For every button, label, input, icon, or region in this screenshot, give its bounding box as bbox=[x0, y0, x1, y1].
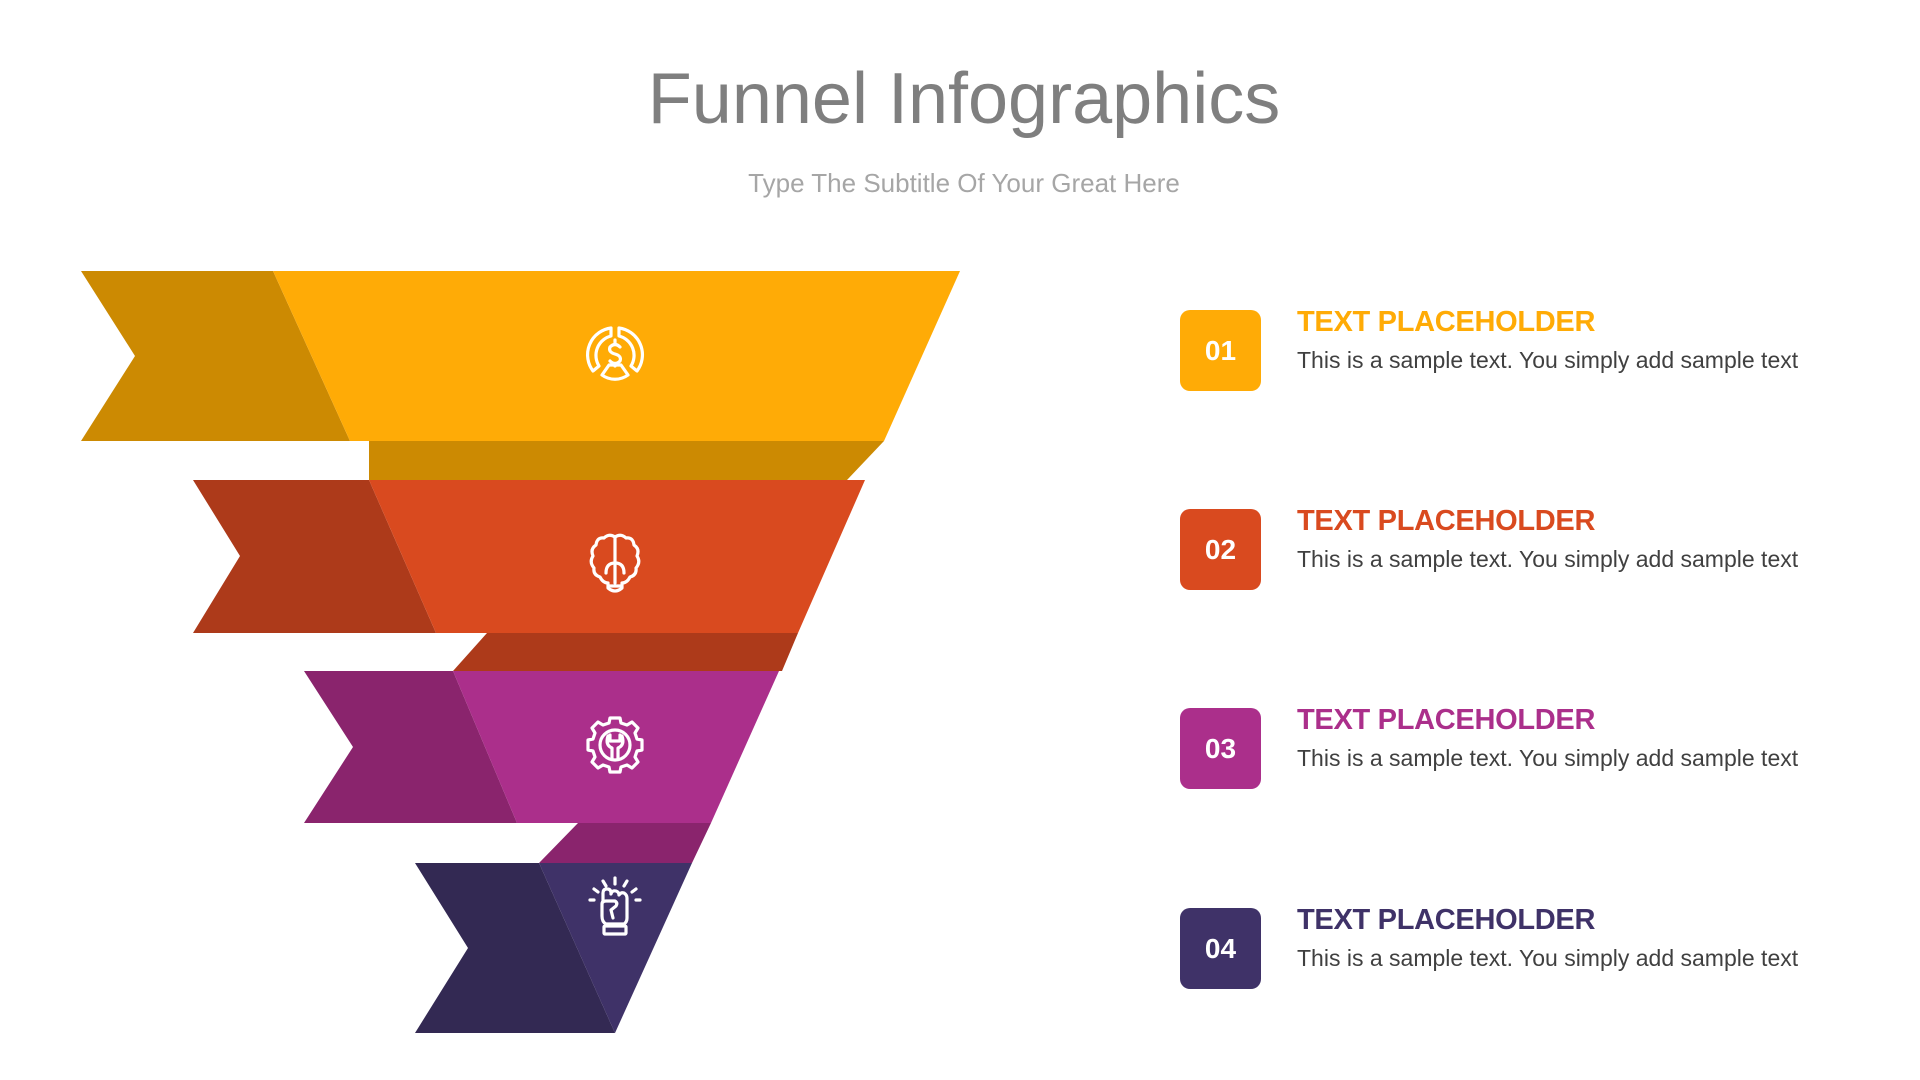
stage-2-tail bbox=[193, 480, 436, 633]
item-body: This is a sample text. You simply add sa… bbox=[1297, 347, 1799, 373]
stage-3-tail bbox=[304, 671, 517, 823]
page-title: Funnel Infographics bbox=[647, 59, 1281, 139]
page-subtitle: Type The Subtitle Of Your Great Here bbox=[748, 168, 1180, 198]
item-title: TEXT PLACEHOLDER bbox=[1297, 704, 1596, 736]
raised-fist-icon bbox=[588, 876, 642, 936]
list-item-1: 01 TEXT PLACEHOLDER This is a sample tex… bbox=[1180, 306, 1900, 392]
item-body: This is a sample text. You simply add sa… bbox=[1297, 745, 1799, 771]
dollar-target-icon bbox=[585, 326, 645, 381]
item-body: This is a sample text. You simply add sa… bbox=[1297, 945, 1799, 971]
stage-1-tail bbox=[81, 271, 350, 441]
number-badge: 01 bbox=[1180, 310, 1261, 391]
brain-lightbulb-icon bbox=[589, 533, 641, 593]
funnel-stage-1 bbox=[81, 271, 960, 480]
stage-3-band bbox=[453, 671, 779, 823]
list-item-3: 03 TEXT PLACEHOLDER This is a sample tex… bbox=[1180, 704, 1900, 790]
list-item-2: 02 TEXT PLACEHOLDER This is a sample tex… bbox=[1180, 505, 1900, 591]
list-item-4: 04 TEXT PLACEHOLDER This is a sample tex… bbox=[1180, 904, 1900, 990]
item-title: TEXT PLACEHOLDER bbox=[1297, 505, 1596, 537]
funnel-stage-3 bbox=[304, 671, 779, 863]
item-body: This is a sample text. You simply add sa… bbox=[1297, 546, 1799, 572]
stage-1-fold bbox=[369, 441, 884, 480]
gear-wrench-icon bbox=[586, 716, 644, 774]
funnel-stage-2 bbox=[193, 480, 865, 671]
number-badge: 03 bbox=[1180, 708, 1261, 789]
stage-2-fold bbox=[453, 633, 798, 671]
number-badge: 04 bbox=[1180, 908, 1261, 989]
stage-2-band bbox=[369, 480, 865, 633]
item-title: TEXT PLACEHOLDER bbox=[1297, 904, 1596, 936]
number-badge: 02 bbox=[1180, 509, 1261, 590]
stage-4-band bbox=[539, 863, 692, 1033]
stage-4-tail bbox=[415, 863, 615, 1033]
item-title: TEXT PLACEHOLDER bbox=[1297, 306, 1596, 338]
funnel-stage-4 bbox=[415, 863, 692, 1033]
stage-3-fold bbox=[539, 823, 711, 863]
